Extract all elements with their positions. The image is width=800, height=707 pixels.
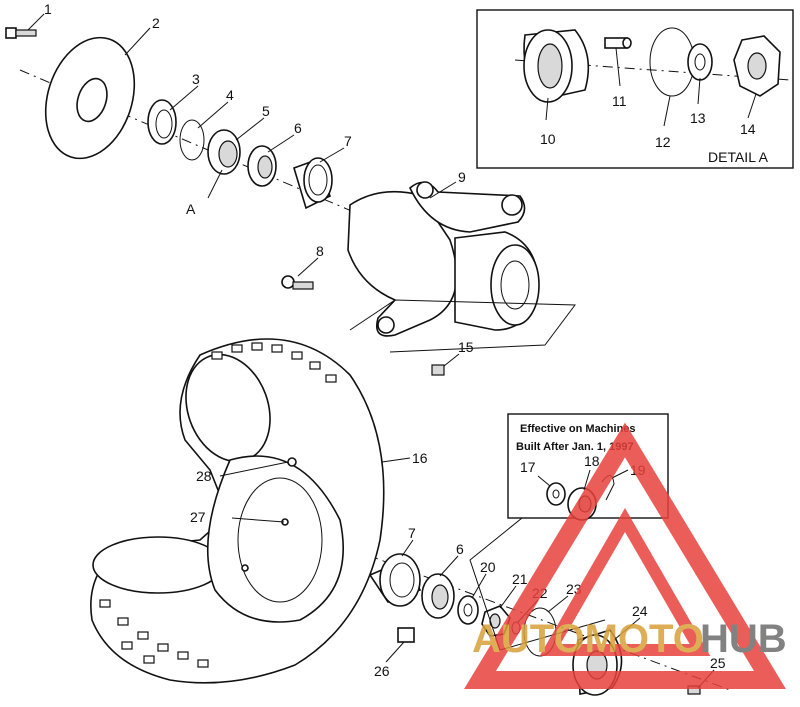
callout-11: 11 [612, 93, 627, 109]
callout-24: 24 [632, 603, 648, 619]
callout-8: 8 [316, 243, 324, 259]
ref-letter-a: A [186, 201, 196, 217]
watermark-logo: AUTOMOTO HUB [464, 422, 787, 689]
hub-part-9 [347, 181, 540, 337]
callout-1: 1 [44, 1, 52, 17]
callout-7: 7 [344, 133, 352, 149]
detail-hub-part-10 [523, 29, 590, 103]
hub-plane-outline [349, 299, 576, 353]
leader-lines [27, 13, 757, 689]
washer-part-20 [457, 595, 479, 625]
callout-9: 9 [458, 169, 466, 185]
note-line-1: Effective on Machines [520, 423, 636, 435]
callout-6: 6 [294, 120, 302, 136]
callout-2: 2 [152, 15, 160, 31]
callout-20: 20 [480, 559, 496, 575]
callout-26: 26 [374, 663, 390, 679]
callout-17: 17 [520, 459, 536, 475]
washer-part-17 [546, 482, 566, 506]
detail-nut-part-14 [733, 35, 781, 97]
bolt-part-8 [281, 275, 314, 290]
callout-28: 28 [196, 468, 212, 484]
bearing-race-part-7-upper [293, 157, 333, 210]
brake-disc-part-2 [44, 36, 136, 160]
callout-16: 16 [412, 450, 428, 466]
watermark-text-automoto: AUTOMOTO [472, 617, 704, 661]
tire-tread-blocks [99, 342, 337, 668]
logo-triangle-inner [539, 507, 711, 656]
bearing-race-part-7-lower [368, 553, 422, 607]
callout-5: 5 [262, 103, 270, 119]
logo-triangle-outer [464, 422, 786, 689]
detail-washer-part-13 [687, 43, 713, 81]
ring-part-4 [179, 119, 205, 161]
callout-7-lower: 7 [408, 525, 416, 541]
callout-3: 3 [192, 71, 200, 87]
wheel-rim [206, 455, 344, 623]
watermark-text-hub: HUB [700, 617, 787, 661]
detail-pin-part-11 [604, 37, 632, 49]
note-line-2: Built After Jan. 1, 1997 [516, 441, 634, 453]
detail-a-box [476, 9, 794, 169]
bearing-cone-part-6 [247, 145, 277, 187]
bearing-part-5 [207, 129, 241, 175]
callout-14: 14 [740, 121, 756, 137]
detail-a-label: DETAIL A [708, 149, 769, 165]
callout-25: 25 [710, 655, 726, 671]
callout-15: 15 [458, 339, 474, 355]
bearing-part-6-lower [421, 573, 455, 619]
callout-6-lower: 6 [456, 541, 464, 557]
bolt-part-1 [5, 27, 37, 39]
callout-labels: 1 2 3 4 5 6 7 8 9 10 11 12 13 14 15 16 1… [44, 1, 769, 679]
nut-part-26 [397, 627, 415, 643]
callout-21: 21 [512, 571, 528, 587]
callout-4: 4 [226, 87, 234, 103]
callout-18: 18 [584, 453, 600, 469]
nut-part-15 [431, 364, 445, 376]
callout-12: 12 [655, 134, 671, 150]
callout-13: 13 [690, 110, 706, 126]
seal-part-3 [147, 99, 177, 145]
callout-10: 10 [540, 131, 556, 147]
callout-27: 27 [190, 509, 206, 525]
effective-note-text: Effective on Machines Built After Jan. 1… [516, 423, 636, 453]
